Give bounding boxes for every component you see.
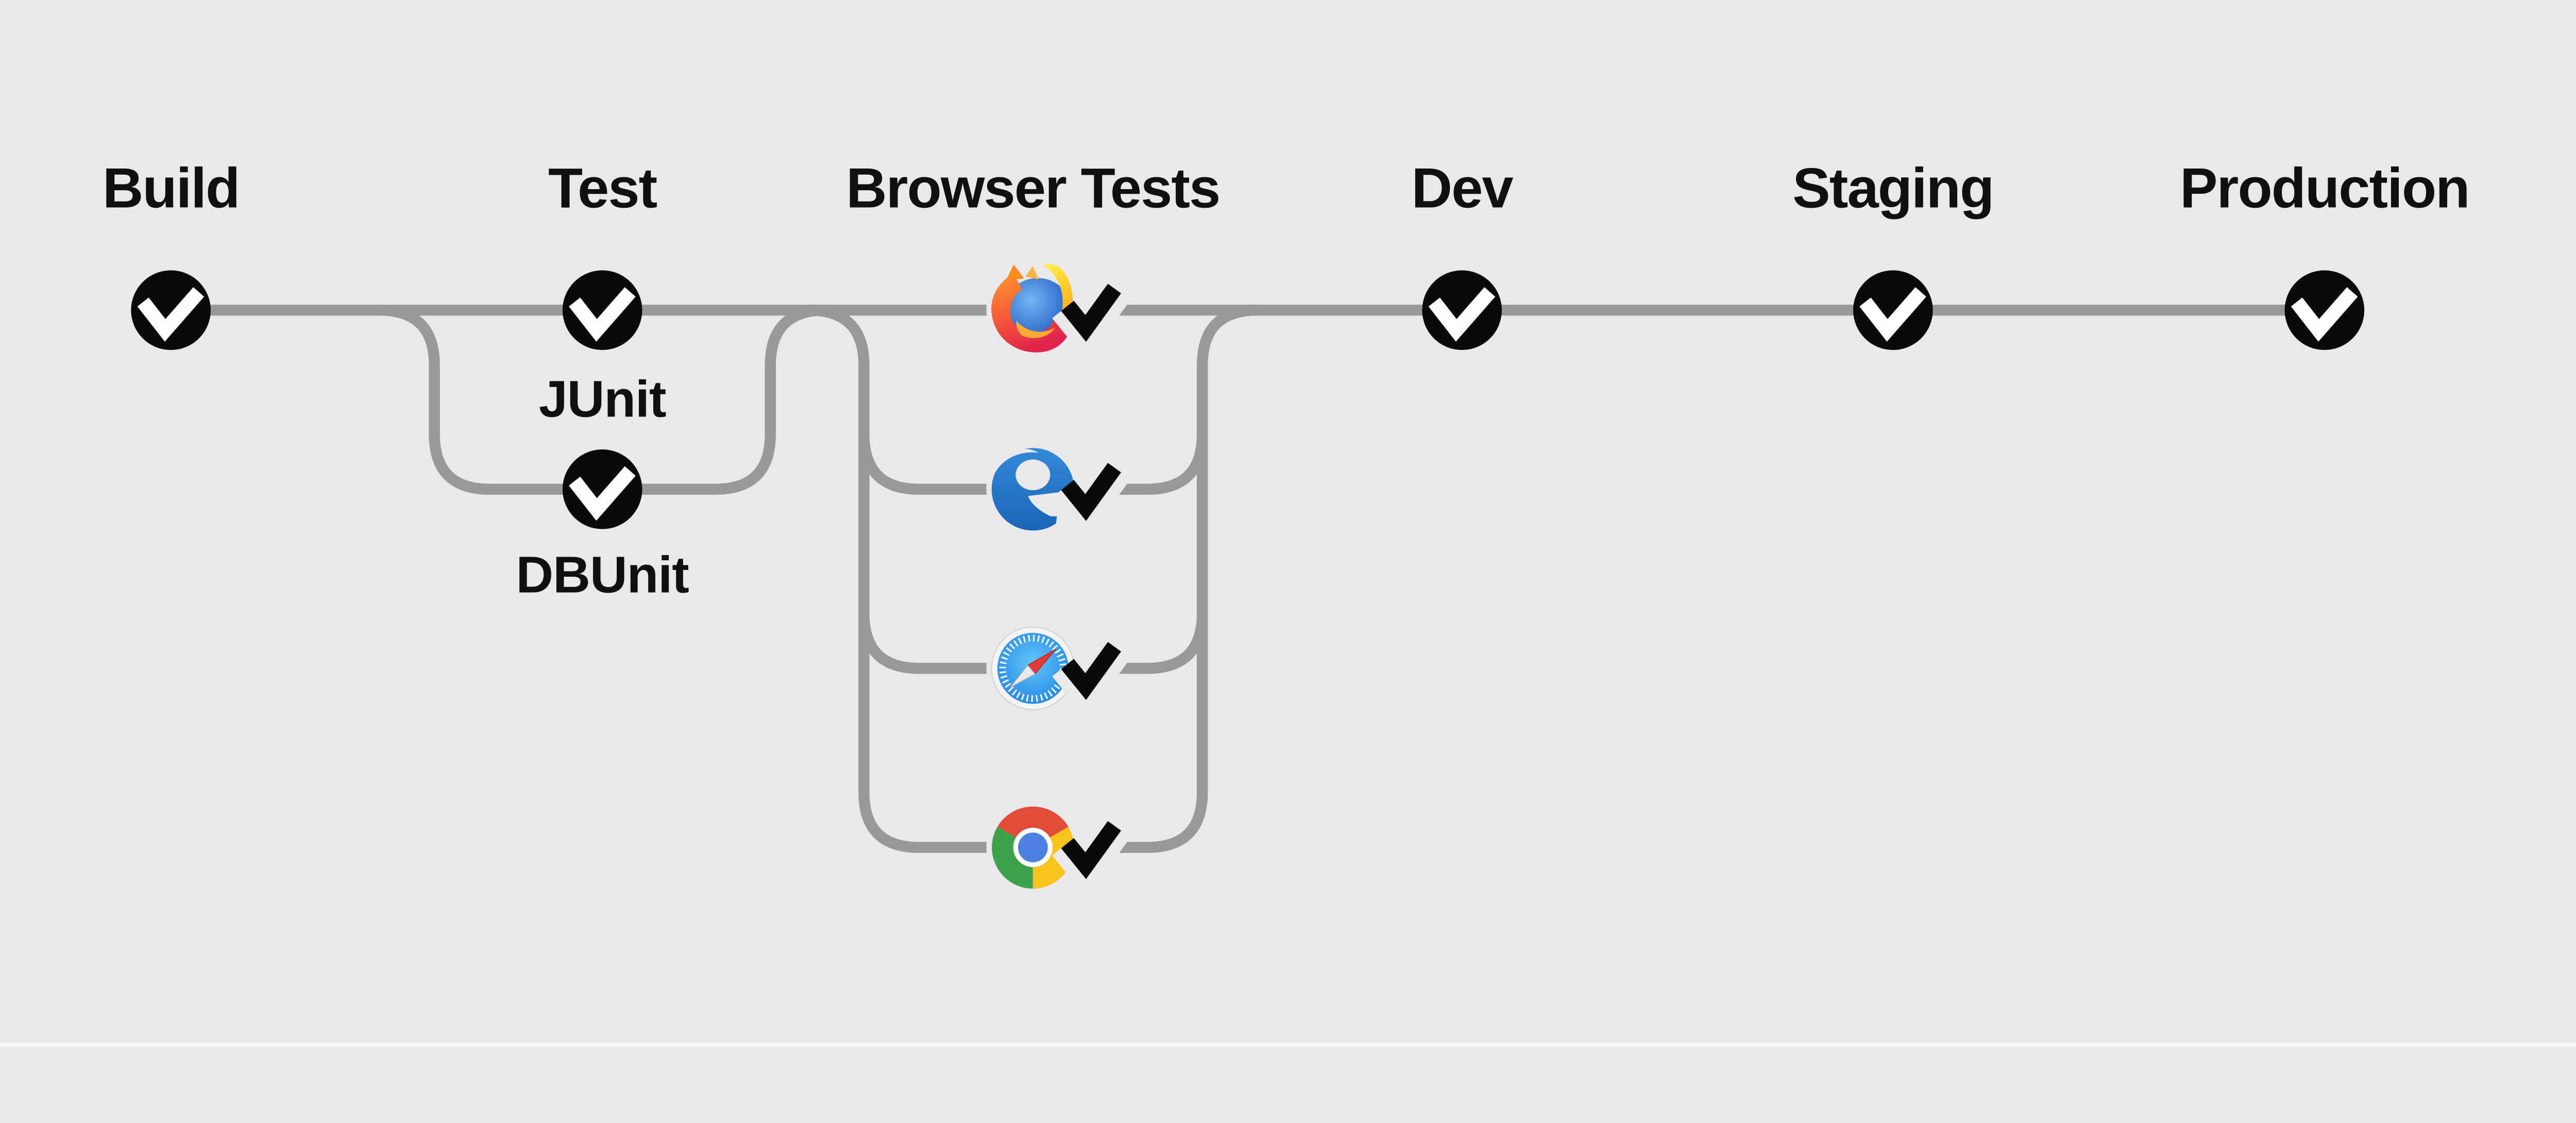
- stage-label-staging: Staging: [1792, 156, 1993, 220]
- check-icon: [1061, 463, 1122, 521]
- check-icon: [1061, 283, 1122, 342]
- stage-label-dev: Dev: [1412, 156, 1514, 220]
- edge-icon: [986, 442, 1087, 547]
- stage-label-browser-tests: Browser Tests: [846, 156, 1219, 220]
- safari-needle: [1010, 649, 1056, 688]
- check-icon: [137, 287, 205, 342]
- chrome-status-check: [1052, 814, 1131, 898]
- safari-status-check: [1052, 635, 1131, 719]
- chrome-icon: [986, 800, 1080, 894]
- chrome-red-segment: [997, 806, 1069, 848]
- stage-label-production: Production: [2180, 156, 2469, 220]
- dev-status-node: [1422, 270, 1502, 350]
- firefox-icon: [986, 263, 1080, 357]
- firefox-fox-body: [991, 274, 1072, 353]
- check-icon: [2291, 287, 2358, 342]
- safari-needle-tail: [1010, 664, 1036, 688]
- stage-label-test: Test: [548, 156, 657, 220]
- edge-status-check: [1052, 456, 1131, 540]
- job-label-dbunit: DBUnit: [516, 546, 689, 604]
- stage-nodes: [131, 270, 2365, 529]
- browser-test-icons: [986, 263, 1087, 894]
- bottom-edge-strip: [0, 1043, 2576, 1046]
- dbunit-status-node: [562, 449, 642, 529]
- edge-counter-cut: [1015, 459, 1050, 491]
- pipeline-diagram: Build Test Browser Tests Dev Staging Pro…: [0, 0, 2576, 1046]
- stage-label-build: Build: [103, 156, 239, 220]
- chrome-blue-center: [1018, 832, 1048, 863]
- firefox-status-check: [1052, 277, 1131, 361]
- check-icon: [1428, 287, 1496, 342]
- check-icon: [1061, 642, 1122, 700]
- firefox-tail: [1016, 321, 1055, 338]
- check-icon: [569, 287, 636, 342]
- check-icon: [1859, 287, 1926, 342]
- check-icon: [569, 466, 636, 521]
- firefox-ear: [1006, 264, 1025, 281]
- edge-swoosh-cut: [991, 448, 1039, 481]
- pipeline-svg: Build Test Browser Tests Dev Staging Pro…: [0, 0, 2576, 1046]
- stage-labels: Build Test Browser Tests Dev Staging Pro…: [103, 156, 2470, 604]
- production-status-node: [2284, 270, 2365, 350]
- build-status-node: [131, 270, 211, 350]
- job-label-junit: JUnit: [539, 371, 666, 428]
- junit-status-node: [562, 270, 642, 350]
- staging-status-node: [1853, 270, 1933, 350]
- firefox-ear-2: [1025, 266, 1039, 280]
- diagram-background: [0, 0, 2576, 1046]
- safari-icon: [986, 622, 1080, 715]
- browser-status-checks: [1052, 277, 1131, 898]
- check-icon: [1061, 821, 1122, 879]
